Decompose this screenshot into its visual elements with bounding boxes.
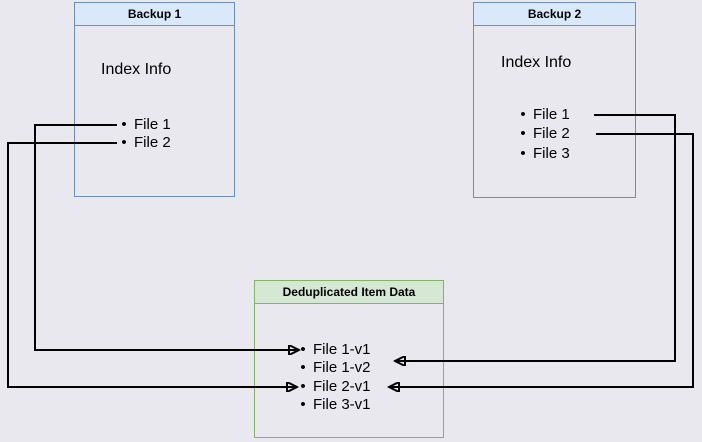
backup1-title: Backup 1 <box>127 7 182 21</box>
backup2-file-2: File 2 <box>519 126 570 142</box>
backup2-header: Backup 2 <box>474 3 635 26</box>
backup1-file-1: File 1 <box>120 117 171 133</box>
dedup-title: Deduplicated Item Data <box>282 285 416 299</box>
dedup-item-file1-v1: File 1-v1 <box>299 342 371 358</box>
backup1-file-2: File 2 <box>120 135 171 151</box>
backup1-index-info-label: Index Info <box>101 61 172 78</box>
dedup-item-file3-v1: File 3-v1 <box>299 397 371 413</box>
dedup-item-file1-v2: File 1-v2 <box>299 360 371 376</box>
backup1-box: Backup 1 <box>74 2 235 197</box>
backup2-index-info-label: Index Info <box>501 54 572 71</box>
backup1-header: Backup 1 <box>75 3 234 26</box>
backup2-file-1: File 1 <box>519 107 570 123</box>
backup2-box: Backup 2 <box>473 2 636 198</box>
dedup-item-file2-v1: File 2-v1 <box>299 379 371 395</box>
dedup-header: Deduplicated Item Data <box>255 281 443 304</box>
backup2-title: Backup 2 <box>527 7 582 21</box>
backup2-file-3: File 3 <box>519 146 570 162</box>
